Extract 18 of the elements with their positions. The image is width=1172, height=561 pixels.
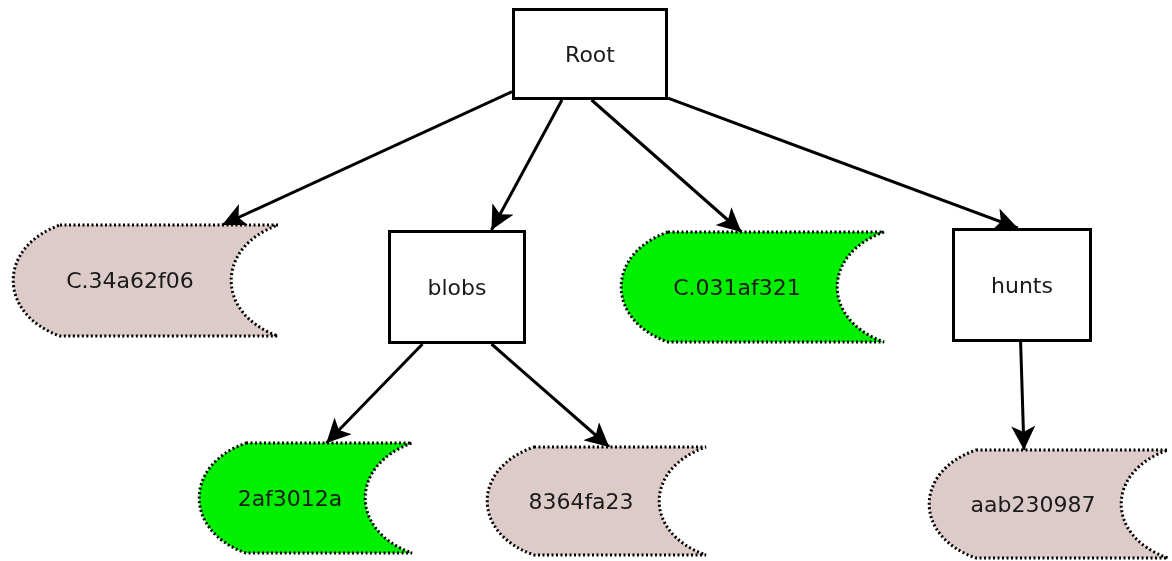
stored-data-shape: [198, 443, 412, 553]
arrow: [1011, 341, 1036, 451]
node-label: aab230987: [970, 491, 1096, 517]
process-box: [512, 8, 668, 100]
stored-data-shape: [620, 232, 884, 342]
node-label: 8364fa23: [528, 488, 634, 514]
node-label: C.34a62f06: [66, 268, 194, 293]
stored-data-shape: [12, 225, 278, 336]
stored-data-shape: [486, 447, 706, 555]
process-box: [388, 230, 526, 344]
stored-data-shape: [928, 450, 1168, 558]
node-label: 2af3012a: [237, 485, 343, 511]
process-box: [952, 228, 1092, 342]
node-label: hunts: [991, 272, 1053, 298]
node-label: C.031af321: [673, 274, 801, 300]
node-label: blobs: [427, 274, 487, 300]
arrow: [490, 99, 564, 231]
node-label: Root: [565, 41, 615, 67]
